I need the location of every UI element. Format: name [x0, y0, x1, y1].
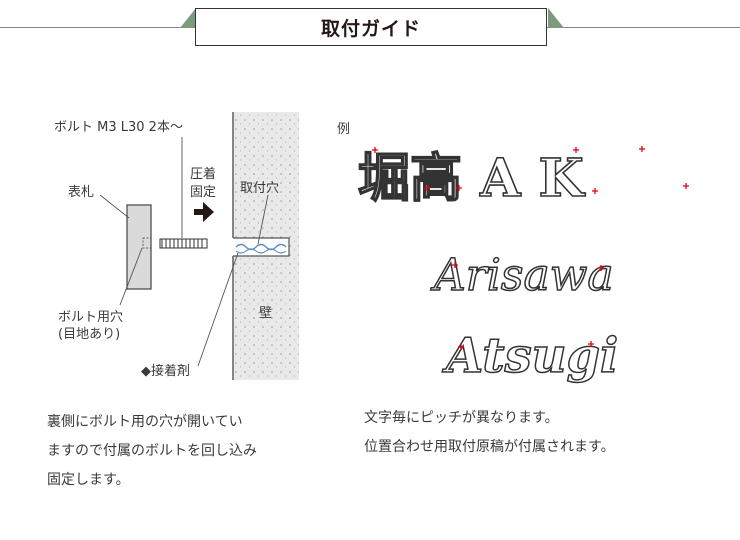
wall-label: 壁 — [259, 306, 273, 321]
press-label-1: 圧着 — [190, 167, 217, 182]
header-tab-left — [180, 8, 196, 28]
press-label-2: 固定 — [190, 185, 217, 200]
press-arrow — [194, 202, 214, 222]
bolt-hole-label-1: ボルト用穴 — [58, 310, 124, 325]
alignment-markers — [372, 146, 689, 350]
page-title: 取付ガイド — [195, 8, 547, 46]
mounting-hole — [233, 237, 290, 257]
hole-label: 取付穴 — [240, 181, 280, 196]
left-desc-line-1: 裏側にボルト用の穴が開いてい — [47, 414, 243, 430]
bolt-label: ボルト M3 L30 2本～ — [54, 120, 183, 135]
leader-lines — [99, 137, 269, 367]
name-plate — [126, 204, 152, 290]
left-desc-line-2: ますので付属のボルトを回し込み — [47, 443, 257, 459]
plate-bolt-hole — [142, 237, 152, 249]
adhesive-label: ◆接着剤 — [141, 364, 190, 379]
bolt-hole-label-2: (目地あり) — [58, 327, 121, 342]
example-label: 例 — [337, 122, 351, 137]
right-desc-line-2: 位置合わせ用取付原稿が付属されます。 — [364, 439, 615, 455]
right-description: 文字毎にピッチが異なります。 位置合わせ用取付原稿が付属されます。 — [364, 404, 615, 462]
left-desc-line-3: 固定します。 — [47, 472, 130, 488]
plate-label: 表札 — [68, 185, 95, 200]
bolt — [159, 238, 208, 249]
right-desc-line-1: 文字毎にピッチが異なります。 — [364, 410, 559, 426]
sample-line-1: 堀高 A K — [358, 148, 586, 209]
header-tab-right — [548, 8, 564, 28]
sample-line-2: Arisawa — [430, 250, 614, 301]
left-description: 裏側にボルト用の穴が開いてい ますので付属のボルトを回し込み 固定します。 — [47, 408, 257, 495]
sample-line-3: Atsugi — [442, 328, 618, 384]
